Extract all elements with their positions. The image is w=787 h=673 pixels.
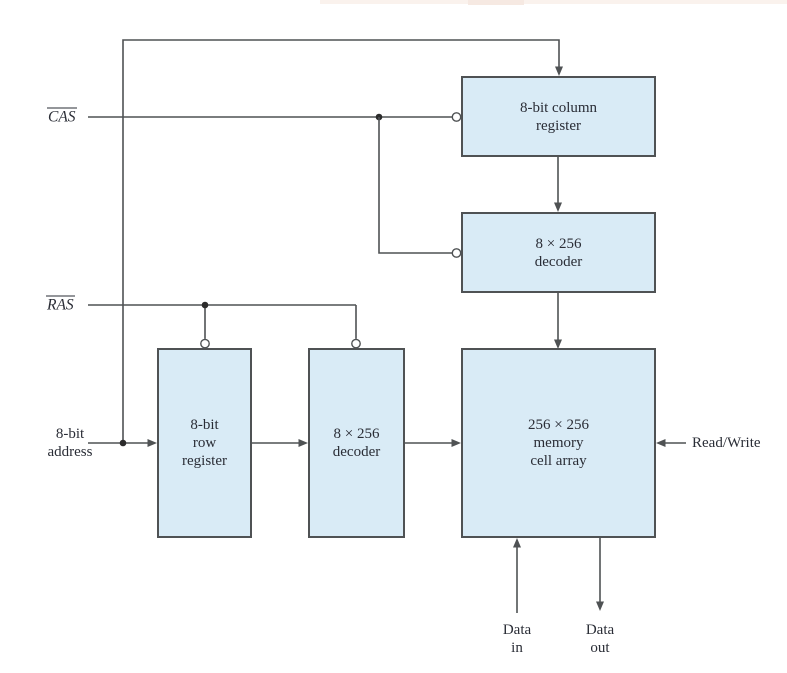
arrowhead-into-column-register [555, 66, 563, 76]
arrowhead-into-column-decoder [554, 202, 562, 212]
address-feedback-wire [122, 39, 560, 443]
arrowhead-into-array-right [656, 439, 666, 447]
block-label-line: 8-bit [190, 417, 219, 433]
data-out-label-line: Data [585, 622, 615, 638]
block-label-line: decoder [534, 253, 583, 270]
block-label-line: decoder [332, 444, 381, 460]
address-label-line: address [47, 444, 93, 460]
ras-wire [88, 304, 357, 339]
block-label-line: cell array [530, 453, 587, 469]
arrowhead-into-row-register [147, 439, 157, 447]
ras-label: RAS [46, 295, 75, 315]
page-top-edge-artifact-segment [468, 0, 524, 5]
block-memory-cell-array: 256 × 256 memory cell array [461, 348, 656, 538]
block-label-line: 256 × 256 [528, 417, 589, 433]
arrowhead-into-row-decoder [298, 439, 308, 447]
block-label-line: register [536, 117, 581, 134]
block-row-register: 8-bit row register [157, 348, 252, 538]
ras-overlined-text: RAS [46, 295, 75, 314]
column-register-bubble-icon [451, 112, 462, 122]
cas-branch-wire [378, 117, 453, 254]
page-top-edge-artifact [320, 0, 787, 4]
arrowhead-data-out [596, 601, 604, 611]
data-out-label: Data out [586, 621, 614, 657]
cas-label: CAS [47, 107, 77, 127]
block-label-line: 8 × 256 [333, 426, 380, 442]
ras-junction-dot [201, 301, 209, 309]
arrowhead-data-in [513, 538, 521, 548]
address-label-line: 8-bit [55, 426, 85, 442]
block-label-line: register [182, 453, 227, 469]
block-label-line: 8 × 256 [535, 235, 582, 252]
data-in-label: Data in [503, 621, 531, 657]
block-label-line: row [192, 435, 217, 451]
block-column-register: 8-bit column register [461, 76, 656, 157]
block-label-line: 8-bit column [519, 99, 598, 116]
block-row-decoder: 8 × 256 decoder [308, 348, 405, 538]
read-write-label: Read/Write [692, 435, 761, 451]
arrowhead-into-array-left [451, 439, 461, 447]
row-decoder-bubble-icon [351, 338, 361, 349]
address-label: 8-bit address [48, 425, 93, 461]
block-label-line: memory [533, 435, 584, 451]
row-register-bubble-icon [200, 338, 210, 349]
arrowhead-into-array-top [554, 339, 562, 349]
data-out-label-line: out [590, 640, 610, 656]
cas-overlined-text: CAS [47, 107, 77, 126]
data-in-label-line: in [511, 640, 523, 656]
data-in-label-line: Data [502, 622, 532, 638]
block-column-decoder: 8 × 256 decoder [461, 212, 656, 293]
column-decoder-bubble-icon [451, 248, 462, 258]
address-junction-dot [119, 439, 127, 447]
